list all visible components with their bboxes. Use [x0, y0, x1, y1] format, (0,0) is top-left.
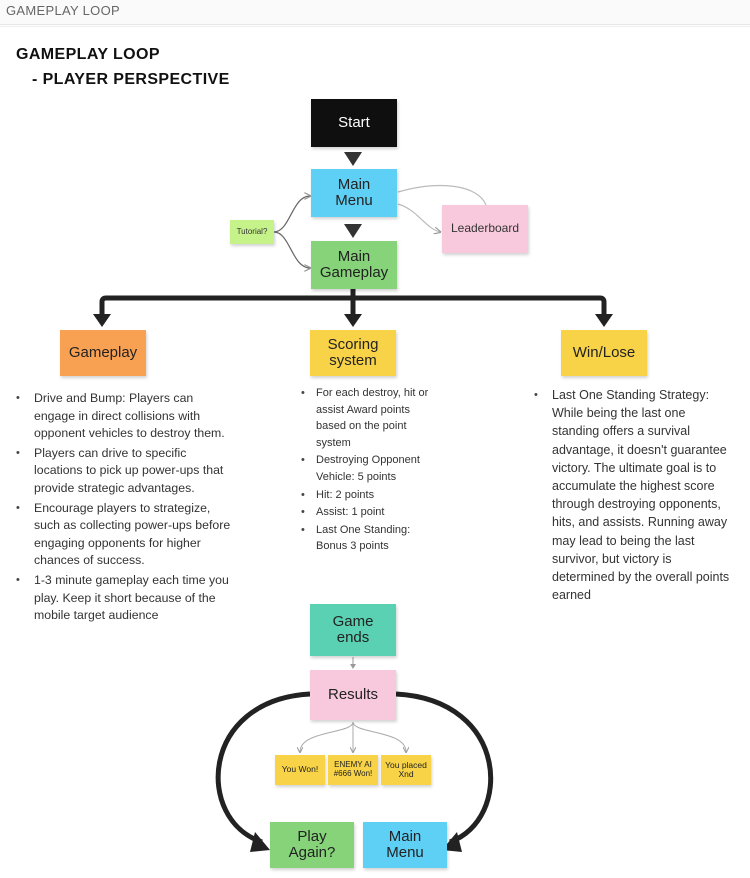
arrow-start-to-menu: [344, 152, 362, 166]
gameplay-bullet: Encourage players to strategize, such as…: [12, 500, 234, 570]
connector-results-to-youwon: [300, 721, 354, 752]
connector-results-to-mainmenu: [395, 691, 494, 845]
main-menu-end-node[interactable]: Main Menu: [363, 822, 447, 868]
board-subtitle: - PLAYER PERSPECTIVE: [32, 71, 230, 88]
scoring-bullet: Hit: 2 points: [298, 487, 440, 504]
top-bar: [0, 0, 750, 25]
results-node[interactable]: Results: [310, 670, 396, 720]
connector-results-to-playagain: [215, 691, 311, 845]
connector-menu-to-leaderboard: [397, 184, 487, 206]
you-won-node[interactable]: You Won!: [275, 755, 325, 785]
game-ends-node[interactable]: Game ends: [310, 604, 396, 656]
arrow-to-playagain: [250, 832, 270, 852]
start-node[interactable]: Start: [311, 99, 397, 147]
win-lose-card[interactable]: Win/Lose: [561, 330, 647, 376]
arrow-to-mainmenu-end: [442, 832, 462, 852]
gameplay-bullet: Players can drive to specific locations …: [12, 445, 234, 498]
connector-menu-to-leaderboard-b: [397, 203, 440, 232]
scoring-bullet: Last One Standing: Bonus 3 points: [298, 522, 440, 555]
scoring-bullet: For each destroy, hit or assist Award po…: [298, 385, 440, 451]
enemy-won-node[interactable]: ENEMY AI #666 Won!: [328, 755, 378, 785]
scoring-bullets: For each destroy, hit or assist Award po…: [298, 385, 440, 556]
scoring-bullet: Assist: 1 point: [298, 504, 440, 521]
board-title: GAMEPLAY LOOP: [16, 46, 160, 63]
leaderboard-node[interactable]: Leaderboard: [442, 205, 528, 253]
main-gameplay-node[interactable]: Main Gameplay: [311, 241, 397, 289]
arrow-gameends-to-results: [350, 664, 356, 669]
play-again-node[interactable]: Play Again?: [270, 822, 354, 868]
main-menu-node[interactable]: Main Menu: [311, 169, 397, 217]
winlose-bullets: Last One Standing Strategy: While being …: [530, 386, 736, 606]
gameplay-card[interactable]: Gameplay: [60, 330, 146, 376]
gameplay-bullet: Drive and Bump: Players can engage in di…: [12, 390, 234, 443]
connector-tutorial-to-gameplay: [273, 231, 310, 268]
arrow-to-gameplay-card: [93, 314, 111, 327]
scoring-system-card[interactable]: Scoring system: [310, 330, 396, 376]
connector-results-to-placed: [352, 721, 406, 752]
arrow-to-winlose-card: [595, 314, 613, 327]
winlose-bullet: Last One Standing Strategy: While being …: [530, 386, 736, 604]
arrow-menu-to-gameplay: [344, 224, 362, 238]
you-placed-node[interactable]: You placed Xnd: [381, 755, 431, 785]
arrow-to-scoring-card: [344, 314, 362, 327]
gameplay-bullet: 1-3 minute gameplay each time you play. …: [12, 572, 234, 625]
board-tab-title[interactable]: GAMEPLAY LOOP: [6, 3, 120, 18]
tutorial-node[interactable]: Tutorial?: [230, 220, 274, 244]
connector-tutorial-to-menu: [273, 196, 310, 233]
gameplay-bullets: Drive and Bump: Players can engage in di…: [12, 390, 234, 627]
scoring-bullet: Destroying Opponent Vehicle: 5 points: [298, 452, 440, 485]
